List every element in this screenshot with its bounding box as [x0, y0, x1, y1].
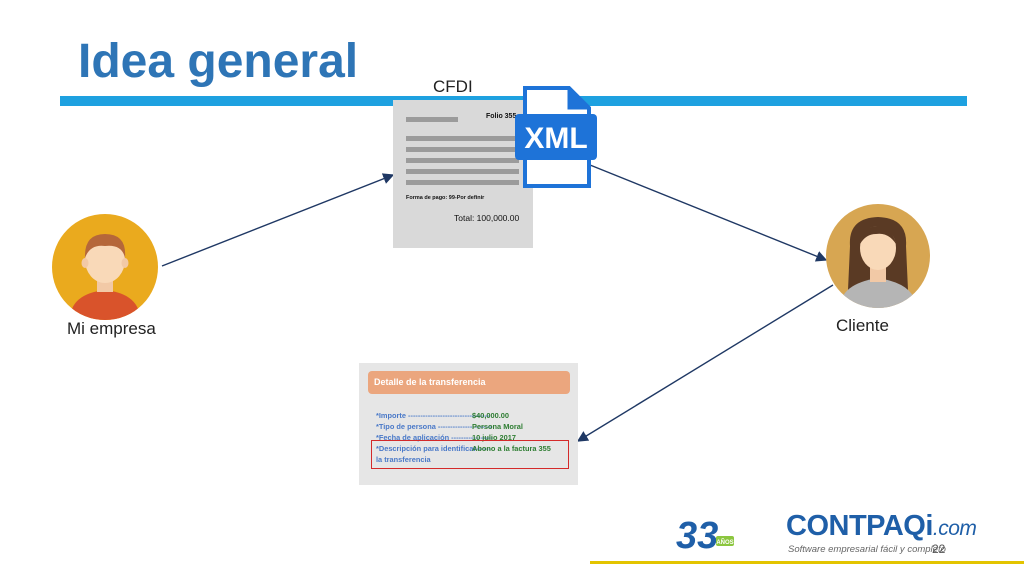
anniversary-number: 33 [676, 515, 718, 554]
invoice-line [406, 117, 458, 122]
arrow-xml-to-cliente [589, 164, 828, 262]
mi-empresa-avatar [52, 214, 158, 320]
xml-file-icon: XML [513, 86, 599, 188]
transfer-row: *Descripción para identificar------ [376, 444, 491, 453]
page-number: 22 [932, 542, 946, 556]
transfer-header: Detalle de la transferencia [368, 371, 570, 394]
transfer-row-key: la transferencia [376, 455, 431, 464]
xml-icon-label: XML [524, 122, 587, 155]
slide-title: Idea general [78, 35, 359, 88]
transfer-row: la transferencia [376, 455, 431, 464]
invoice-line [406, 158, 519, 163]
mi-empresa-label: Mi empresa [67, 319, 156, 338]
anniversary-badge: 33 AÑOS [676, 514, 738, 557]
transfer-detail-card: Detalle de la transferencia *Importe ---… [359, 363, 578, 485]
transfer-row-key: *Descripción para identificar------ [376, 444, 491, 453]
invoice-line [406, 147, 519, 152]
logo-i: i [925, 510, 933, 542]
transfer-row-value: Abono a la factura 355 [472, 444, 551, 453]
transfer-row-value: Persona Moral [472, 422, 523, 431]
highlight-box [371, 440, 569, 469]
bottom-accent-line [590, 561, 1024, 564]
cliente-avatar [826, 204, 930, 308]
invoice-line [406, 136, 519, 141]
invoice-total: Total: 100,000.00 [454, 213, 520, 223]
invoice-folio: Folio 355 [486, 113, 517, 120]
transfer-row-value: $40,000.00 [472, 411, 509, 420]
transfer-row-key: *Tipo de persona ---------------------- [376, 422, 493, 431]
transfer-row: *Importe -------------------------------… [376, 411, 489, 420]
arrow-cliente-to-transfer [576, 284, 834, 442]
tagline: Software empresarial fácil y completo [788, 544, 946, 555]
arrow-empresa-to-cfdi [161, 173, 395, 267]
cliente-label: Cliente [836, 316, 889, 335]
contpaqi-logo: CONTPAQi.com [786, 510, 977, 543]
transfer-row-key: *Importe -------------------------------… [376, 411, 490, 420]
logo-com: .com [932, 517, 977, 540]
invoice-document: Folio 355 Forma de pago: 99-Por definir … [393, 100, 533, 248]
anniversary-sub: AÑOS [716, 539, 733, 546]
transfer-row-value: 10 julio 2017 [472, 433, 516, 442]
invoice-forma-pago: Forma de pago: 99-Por definir [406, 195, 485, 201]
invoice-line [406, 169, 519, 174]
cfdi-label: CFDI [433, 77, 473, 96]
invoice-line [406, 180, 519, 185]
transfer-row: *Fecha de aplicación ----------------- [376, 433, 493, 442]
transfer-row: *Tipo de persona ---------------------- [376, 422, 492, 431]
logo-main: CONTPAQ [786, 510, 926, 542]
transfer-row-key: *Fecha de aplicación ----------------- [376, 433, 494, 442]
